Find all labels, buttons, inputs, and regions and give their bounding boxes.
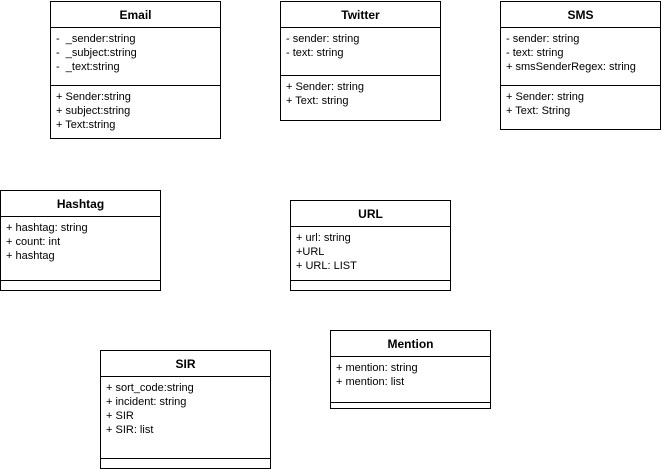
attributes-section: - sender: string - text: string [281,28,440,76]
attribute: - sender: string [506,33,580,45]
class-url[interactable]: URL + url: string +URL + URL: LIST [290,200,451,291]
method: + Text: String [506,105,571,117]
attribute: - _sender:string [56,33,136,45]
attribute: - text: string [286,47,344,59]
attribute: + sort_code:string [106,382,194,394]
method: + Sender:string [56,91,131,103]
attribute: + url: string [296,232,351,244]
methods-section [331,403,490,409]
attribute: - _text:string [56,61,120,73]
class-name: URL [291,201,450,227]
attributes-section: + url: string +URL + URL: LIST [291,227,450,281]
methods-section: + Sender: string + Text: String [501,86,660,120]
methods-section: + Sender: string + Text: string [281,76,440,110]
attribute: + count: int [6,236,61,248]
method: + Sender: string [506,91,584,103]
attribute: + mention: string [336,362,418,374]
methods-section [1,281,160,287]
attribute: + hashtag [6,250,55,262]
attribute: - _subject:string [56,47,137,59]
attribute: + incident: string [106,396,187,408]
class-twitter[interactable]: Twitter - sender: string - text: string … [280,1,441,121]
class-name: Mention [331,331,490,357]
class-sir[interactable]: SIR + sort_code:string + incident: strin… [100,350,271,469]
method: + subject:string [56,105,131,117]
attribute: + smsSenderRegex: string [506,61,636,73]
class-name: SMS [501,2,660,28]
class-hashtag[interactable]: Hashtag + hashtag: string + count: int +… [0,190,161,291]
class-name: Hashtag [1,191,160,217]
attribute: - sender: string [286,33,360,45]
class-sms[interactable]: SMS - sender: string - text: string + sm… [500,1,661,130]
attributes-section: - sender: string - text: string + smsSen… [501,28,660,86]
method: + Text: string [286,95,349,107]
class-name: Email [51,2,220,28]
method: + Sender: string [286,81,364,93]
method: + Text:string [56,119,116,131]
methods-section: + Sender:string + subject:string + Text:… [51,86,220,134]
attributes-section: + sort_code:string + incident: string + … [101,377,270,459]
class-mention[interactable]: Mention + mention: string + mention: lis… [330,330,491,409]
class-name: Twitter [281,2,440,28]
class-name: SIR [101,351,270,377]
attribute: + mention: list [336,376,405,388]
methods-section [101,459,270,465]
attributes-section: - _sender:string - _subject:string - _te… [51,28,220,86]
attributes-section: + mention: string + mention: list [331,357,490,403]
attribute: - text: string [506,47,564,59]
attribute: + hashtag: string [6,222,88,234]
attribute: + URL: LIST [296,260,357,272]
attribute: +URL [296,246,325,258]
class-email[interactable]: Email - _sender:string - _subject:string… [50,1,221,139]
attribute: + SIR [106,410,134,422]
attribute: + SIR: list [106,424,154,436]
attributes-section: + hashtag: string + count: int + hashtag [1,217,160,281]
methods-section [291,281,450,287]
